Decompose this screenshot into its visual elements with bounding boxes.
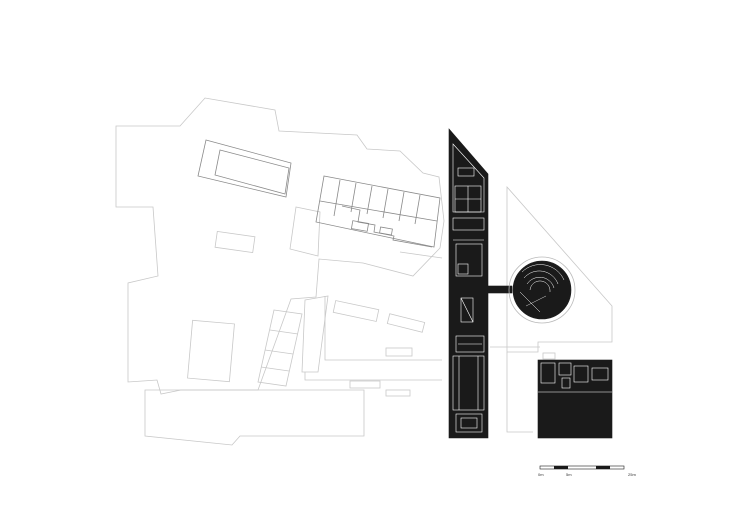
new-building-wedge: [448, 128, 489, 439]
connecting-bridge: [487, 285, 513, 294]
scale-label-end: 25m: [628, 472, 636, 477]
lower-right-block: [537, 359, 613, 439]
classroom-wing: [315, 175, 441, 248]
scale-label-mid: 5m: [566, 472, 572, 477]
bar-building: [197, 139, 292, 198]
circular-auditorium: [508, 256, 576, 324]
scale-bar: 0m 5m 25m: [538, 465, 636, 477]
scale-label-start: 0m: [538, 472, 544, 477]
existing-buildings-outline: [115, 97, 445, 446]
triangular-site-outline: [490, 185, 613, 433]
